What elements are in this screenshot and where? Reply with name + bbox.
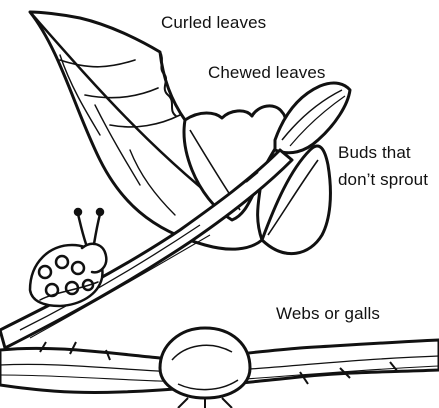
label-buds-line-1: Buds that xyxy=(338,141,411,165)
ladybug-illustration xyxy=(30,209,106,306)
gall-illustration xyxy=(160,328,250,408)
label-buds-line-2: don’t sprout xyxy=(338,168,428,192)
label-curled-leaves: Curled leaves xyxy=(161,11,266,35)
label-chewed-leaves: Chewed leaves xyxy=(208,61,326,85)
label-webs-or-galls: Webs or galls xyxy=(276,302,380,326)
